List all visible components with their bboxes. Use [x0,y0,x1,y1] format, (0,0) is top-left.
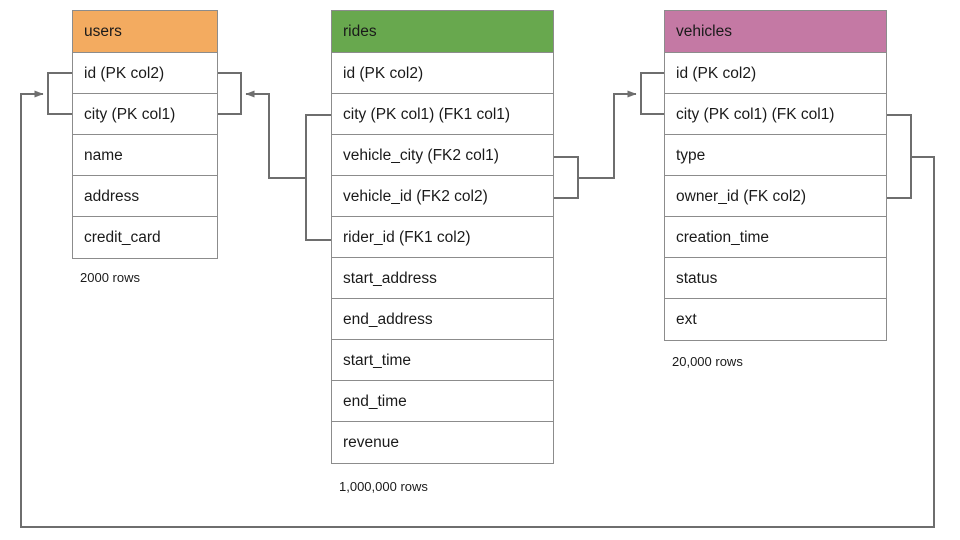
vehicles-left-key-bracket [640,72,664,115]
field-rides-end-address[interactable]: end_address [332,299,553,340]
connector-rides-fk2-vehicles [578,90,637,179]
entity-users[interactable]: users id (PK col2) city (PK col1) name a… [72,10,218,259]
field-users-id[interactable]: id (PK col2) [73,53,217,94]
field-rides-end-time[interactable]: end_time [332,381,553,422]
entity-vehicles[interactable]: vehicles id (PK col2) city (PK col1) (FK… [664,10,887,341]
field-vehicles-ext[interactable]: ext [665,299,886,340]
connector-rides-fk1-users [245,90,306,179]
users-right-key-bracket [218,72,242,115]
rides-fk2-bracket [554,156,579,199]
field-vehicles-owner-id[interactable]: owner_id (FK col2) [665,176,886,217]
vehicles-right-fk-bracket [887,114,912,199]
field-rides-start-address[interactable]: start_address [332,258,553,299]
field-vehicles-creation-time[interactable]: creation_time [665,217,886,258]
entity-rides-title: rides [332,11,553,53]
field-users-city[interactable]: city (PK col1) [73,94,217,135]
field-vehicles-city[interactable]: city (PK col1) (FK col1) [665,94,886,135]
entity-rides[interactable]: rides id (PK col2) city (PK col1) (FK1 c… [331,10,554,464]
entity-users-title: users [73,11,217,53]
field-rides-rider-id[interactable]: rider_id (FK1 col2) [332,217,553,258]
field-rides-city[interactable]: city (PK col1) (FK1 col1) [332,94,553,135]
rides-fk1-bracket [305,114,331,241]
field-rides-vehicle-city[interactable]: vehicle_city (FK2 col1) [332,135,553,176]
field-rides-revenue[interactable]: revenue [332,422,553,463]
field-users-name[interactable]: name [73,135,217,176]
field-vehicles-id[interactable]: id (PK col2) [665,53,886,94]
users-row-count: 2000 rows [80,270,140,285]
field-rides-start-time[interactable]: start_time [332,340,553,381]
field-users-credit-card[interactable]: credit_card [73,217,217,258]
entity-vehicles-title: vehicles [665,11,886,53]
field-rides-id[interactable]: id (PK col2) [332,53,553,94]
field-vehicles-status[interactable]: status [665,258,886,299]
field-users-address[interactable]: address [73,176,217,217]
rides-row-count: 1,000,000 rows [339,479,428,494]
field-rides-vehicle-id[interactable]: vehicle_id (FK2 col2) [332,176,553,217]
users-left-key-bracket [47,72,72,115]
field-vehicles-type[interactable]: type [665,135,886,176]
vehicles-row-count: 20,000 rows [672,354,743,369]
